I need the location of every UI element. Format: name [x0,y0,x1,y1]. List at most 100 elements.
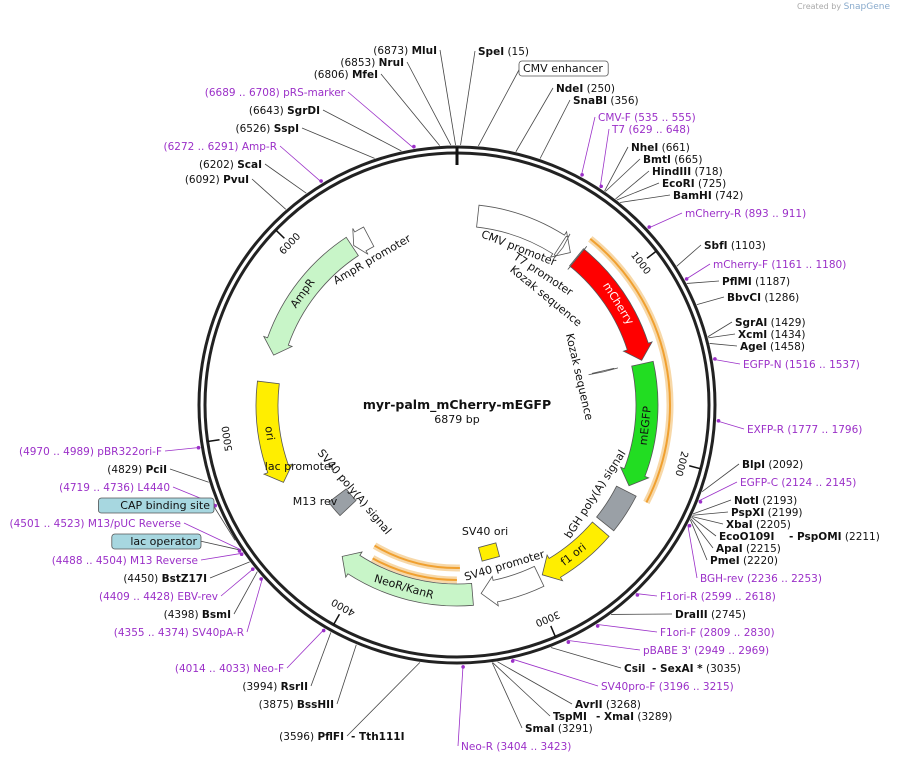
leader-nrui-66 [406,61,452,146]
site-label-ebv-rev-50: (4409 .. 4428) EBV-rev [99,591,218,603]
tick-label-2000: 2000 [672,450,689,477]
site-coord: (1187) [752,276,790,288]
site-name: - SexAI * [652,663,703,675]
primer-site-pbabe-3-34 [566,640,571,644]
feature-ampr-12 [262,236,359,356]
site-name: RsrII [281,681,308,693]
site-coord: (2745) [708,609,746,621]
leader-neo-f-47 [286,628,325,669]
site-label-sbfi-12: SbfI (1103) [704,240,766,252]
leader-ebv-rev-50 [220,567,255,597]
site-coord: (1161 .. 1180) [768,259,846,271]
site-coord: (4409 .. 4428) [99,591,177,603]
site-name: CsiI [624,663,645,675]
site-coord: (6873) [373,45,411,57]
site-name: pRS-marker [283,87,346,99]
tick-6000 [275,229,285,239]
leader-pflfi-43 [346,662,421,737]
feature-mcherry-3 [569,248,653,361]
inner-label-lac-promoter: lac promoter [265,460,336,473]
site-coord: (661) [658,142,690,154]
site-coord: (893 .. 911) [741,208,806,220]
site-name: pBR322ori-F [97,446,162,458]
site-name: EBV-rev [177,591,218,603]
site-coord: (1777 .. 1796) [784,424,862,436]
feature-sv40-promoter-8 [480,565,545,607]
site-name: M13/pUC Reverse [88,518,181,530]
site-name: PspXI [731,507,764,519]
brand-created-by: Created by [797,2,842,11]
leader-bamhi-10 [619,194,671,203]
site-coord: (1429) [767,317,805,329]
leader-bstz17i-51 [209,561,250,579]
site-name: PflFI [317,731,344,743]
leader-neo-r-42 [457,664,464,747]
leader-bbvci-15 [696,296,725,306]
leader-csii-35 [550,647,622,669]
site-coord: (2236 .. 2253) [744,573,822,585]
primer-site-prs-marker-64 [412,144,416,149]
site-coord: (356) [607,95,639,107]
leader-bmti-7 [605,158,641,192]
leader-exfp-r-20 [716,420,745,430]
site-coord: (1458) [767,341,805,353]
site-name: SgrAI [735,317,767,329]
orange-arc-0 [589,238,671,503]
feature-label-megfp-5: mEGFP [637,405,654,446]
site-name: ScaI [237,159,262,171]
site-coord: (665) [671,154,703,166]
site-name: mCherry-R [685,208,741,220]
primer-site-cmv-f-4 [580,172,584,177]
leader-sv40pa-r-48 [246,577,264,633]
orange-arcs [370,236,674,584]
site-coord: (2220) [740,555,778,567]
site-label-mfei-65: (6806) MfeI [314,69,378,81]
site-coord: (6806) [314,69,352,81]
tick-3000 [550,625,557,638]
site-name: Neo-R [461,741,493,753]
leader-avrii-38 [497,661,573,705]
site-label-neo-f-47: (4014 .. 4033) Neo-F [175,663,284,675]
primer-site-sv40pro-f-37 [510,659,515,663]
tick-2000 [688,465,701,470]
leader-pbr322ori-f-58 [164,446,201,452]
site-name: BbvCI [727,292,761,304]
site-label-snabi-3: SnaBI (356) [573,95,639,107]
site-name: - XmaI [596,711,634,723]
site-label-nhei-6: NheI (661) [631,142,690,154]
site-label-sv40pa-r-48: (4355 .. 4374) SV40pA-R [114,627,244,639]
leader-spei-0 [460,50,476,146]
site-label-blpi-21: BlpI (2092) [742,459,803,471]
primer-site-f1ori-r-31 [635,593,640,597]
feature-t7-promoter-1 [553,233,571,260]
site-coord: (3035) [703,663,741,675]
site-coord: (1286) [761,292,799,304]
site-label-pflfi-43: (3596) PflFI [279,731,344,743]
site-name: pBABE 3' [643,645,691,657]
tick-1000 [646,250,657,259]
box-cmv-enhancer [518,60,609,77]
site-coord: (6643) [249,105,287,117]
leader-snabi-3 [539,99,571,159]
site-name: L4440 [137,482,170,494]
plasmid-name: myr-palm_mCherry-mEGFP [363,397,551,413]
site-label-xmai-40: - XmaI (3289) [596,711,672,723]
site-label-pvui-59: (6092) PvuI [185,174,249,186]
site-name: PciI [146,464,167,476]
site-coord: (6853) [340,57,378,69]
leader-scai-60 [264,163,307,194]
leader-mcherry-r-11 [647,212,683,229]
site-name: mCherry-F [713,259,768,271]
site-label-sv40pro-f-37: SV40pro-F (3196 .. 3215) [601,681,734,693]
site-name: PmeI [710,555,740,567]
leader-m13-reverse-52 [200,552,244,561]
site-name: CMV-F [598,112,631,124]
leader-pspxi-24 [692,511,729,516]
tick-label-3000: 3000 [534,608,562,628]
site-label-mcherry-f-13: mCherry-F (1161 .. 1180) [713,259,846,271]
box-lac-operator [111,533,202,550]
tick-label-4000: 4000 [330,596,358,618]
site-name: EGFP-N [743,359,782,371]
